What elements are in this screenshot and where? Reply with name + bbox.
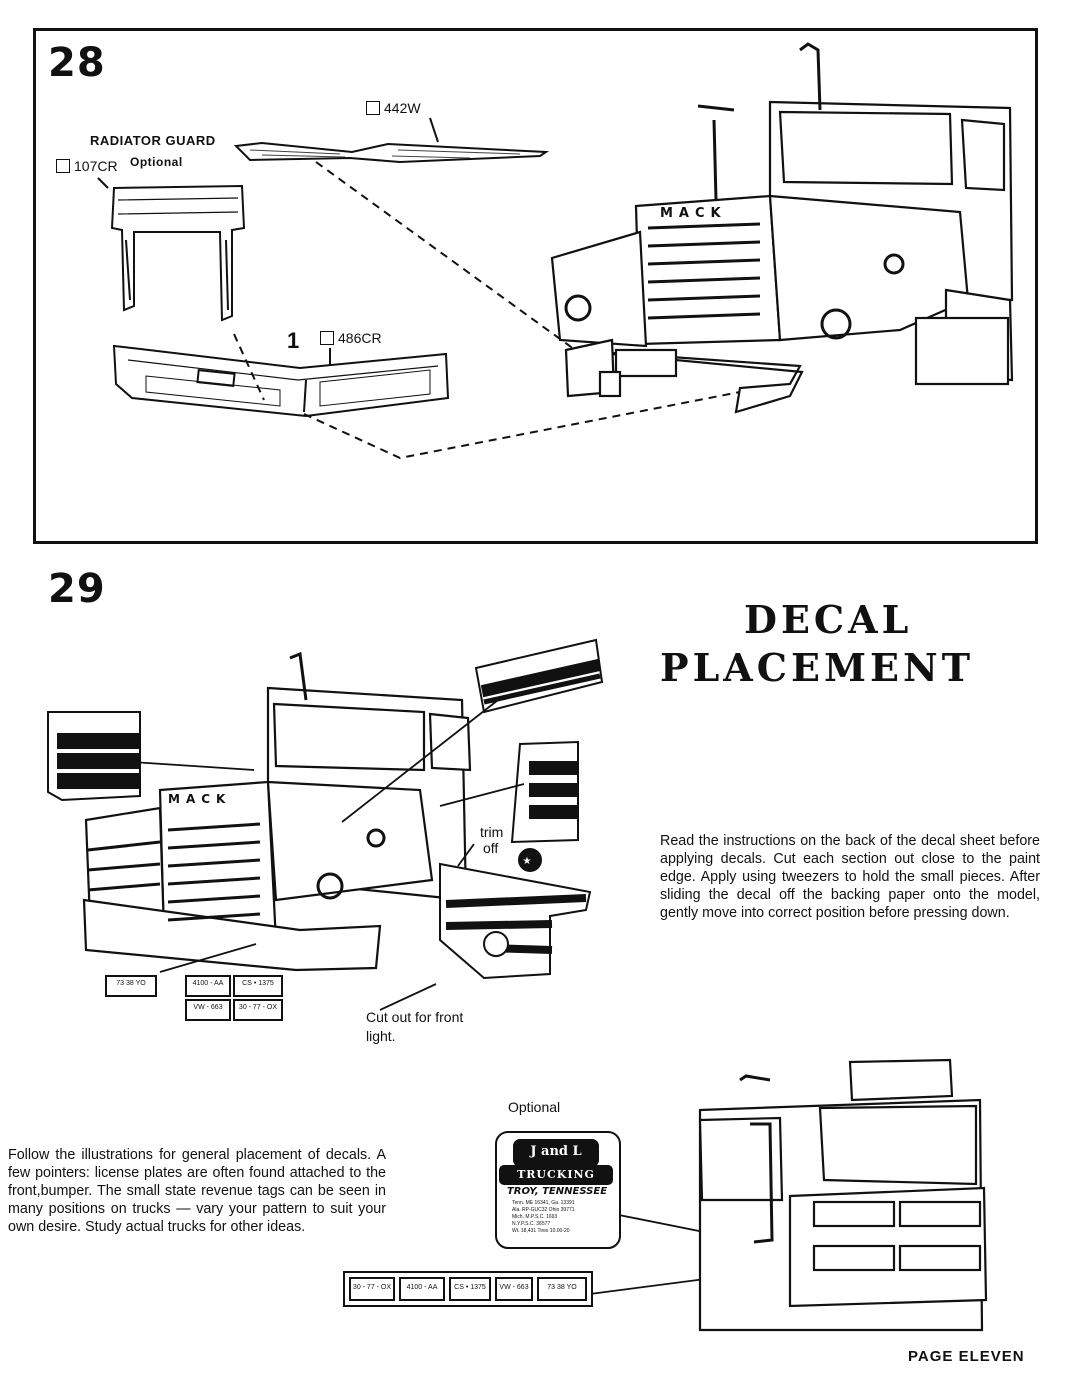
step-28-frame (33, 28, 1038, 544)
plate-row-2: 4100 - AA (406, 1284, 438, 1291)
plate-5: 30 - 77 - OX (238, 1004, 278, 1011)
decal-title-line2: PLACEMENT (660, 645, 975, 690)
optional-logo-label: Optional (508, 1099, 561, 1115)
logo-line2: TRUCKING (517, 1168, 595, 1181)
part-107cr-label: 107CR (56, 158, 118, 174)
cutout-label-1: Cut out for front (366, 1009, 464, 1025)
callout-number: 1 (287, 328, 300, 353)
optional-label: Optional (130, 155, 183, 169)
plate-row-5: 73 38 YO (547, 1284, 577, 1291)
decal-title-line1: DECAL (744, 597, 913, 642)
checkbox-icon (366, 101, 380, 115)
checkbox-icon (56, 159, 70, 173)
plate-row-3: CS • 1375 (454, 1284, 486, 1291)
grille-brand-29: MACK (168, 792, 232, 806)
pointers-text: Follow the illustrations for general pla… (8, 1147, 386, 1235)
plate-2: 4100 - AA (192, 980, 224, 987)
plate-4: VW - 663 (193, 1004, 223, 1011)
part-486cr-label: 486CR (320, 330, 382, 346)
trim-label-1: trim (480, 824, 504, 840)
svg-text:★: ★ (523, 856, 532, 867)
step-29-number: 29 (48, 566, 106, 612)
radiator-guard-label: RADIATOR GUARD (90, 133, 216, 148)
checkbox-icon (320, 331, 334, 345)
grille-brand-28: MACK (660, 206, 727, 221)
part-442w-label: 442W (366, 100, 421, 116)
plate-1: 73 38 YO (116, 980, 146, 987)
plate-3: CS • 1375 (242, 980, 274, 987)
plate-row-1: 30 - 77 - OX (352, 1284, 392, 1291)
step-28-number: 28 (48, 40, 106, 86)
cutout-label-2: light. (366, 1028, 396, 1044)
logo-line3: TROY, TENNESSEE (506, 1186, 608, 1197)
instructions-text: Read the instructions on the back of the… (660, 833, 1040, 921)
trim-label-2: off (483, 840, 499, 856)
plate-row-4: VW - 663 (499, 1284, 529, 1291)
page-number-label: PAGE ELEVEN (908, 1348, 1025, 1365)
logo-line1: J and L (530, 1144, 582, 1159)
logo-detail: Tenn. ME 16341, Ga. 13391 Ala. RP-GUC32 … (512, 1200, 575, 1234)
